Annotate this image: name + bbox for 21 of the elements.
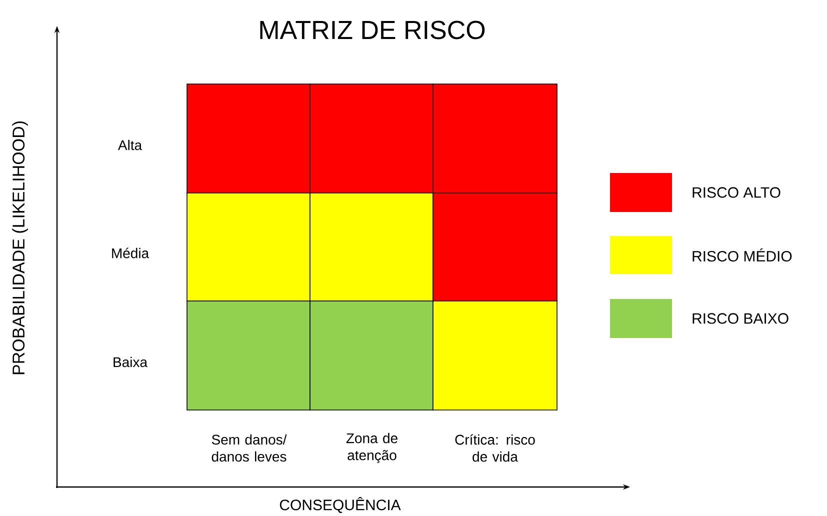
axis-title: CONSEQUÊNCIA bbox=[280, 497, 401, 513]
risk-cell bbox=[186, 192, 310, 302]
row-label: Alta bbox=[118, 140, 142, 150]
risk-cell bbox=[186, 84, 310, 194]
title: MATRIZ DE RISCO bbox=[260, 20, 485, 40]
risk-cell bbox=[310, 300, 434, 410]
risk-cell bbox=[186, 300, 310, 410]
axis-title: PROBABILIDADE (LIKELIHOOD) bbox=[12, 122, 28, 374]
risk-cell bbox=[310, 84, 434, 194]
risk-cell bbox=[432, 192, 558, 302]
risk-cell bbox=[432, 300, 558, 410]
row-label: Média bbox=[112, 248, 150, 258]
legend-label: RISCO ALTO bbox=[692, 187, 780, 198]
risk-cell bbox=[432, 84, 558, 194]
column-label: Sem danos/ danos leves bbox=[212, 434, 287, 462]
legend-label: RISCO BAIXO bbox=[692, 313, 788, 324]
column-label: Crítica: risco de vida bbox=[455, 434, 535, 462]
row-label: Baixa bbox=[114, 356, 148, 368]
column-label: Zona de atenção bbox=[346, 432, 398, 464]
legend-label: RISCO MÉDIO bbox=[692, 248, 792, 262]
risk-cell bbox=[310, 192, 434, 302]
